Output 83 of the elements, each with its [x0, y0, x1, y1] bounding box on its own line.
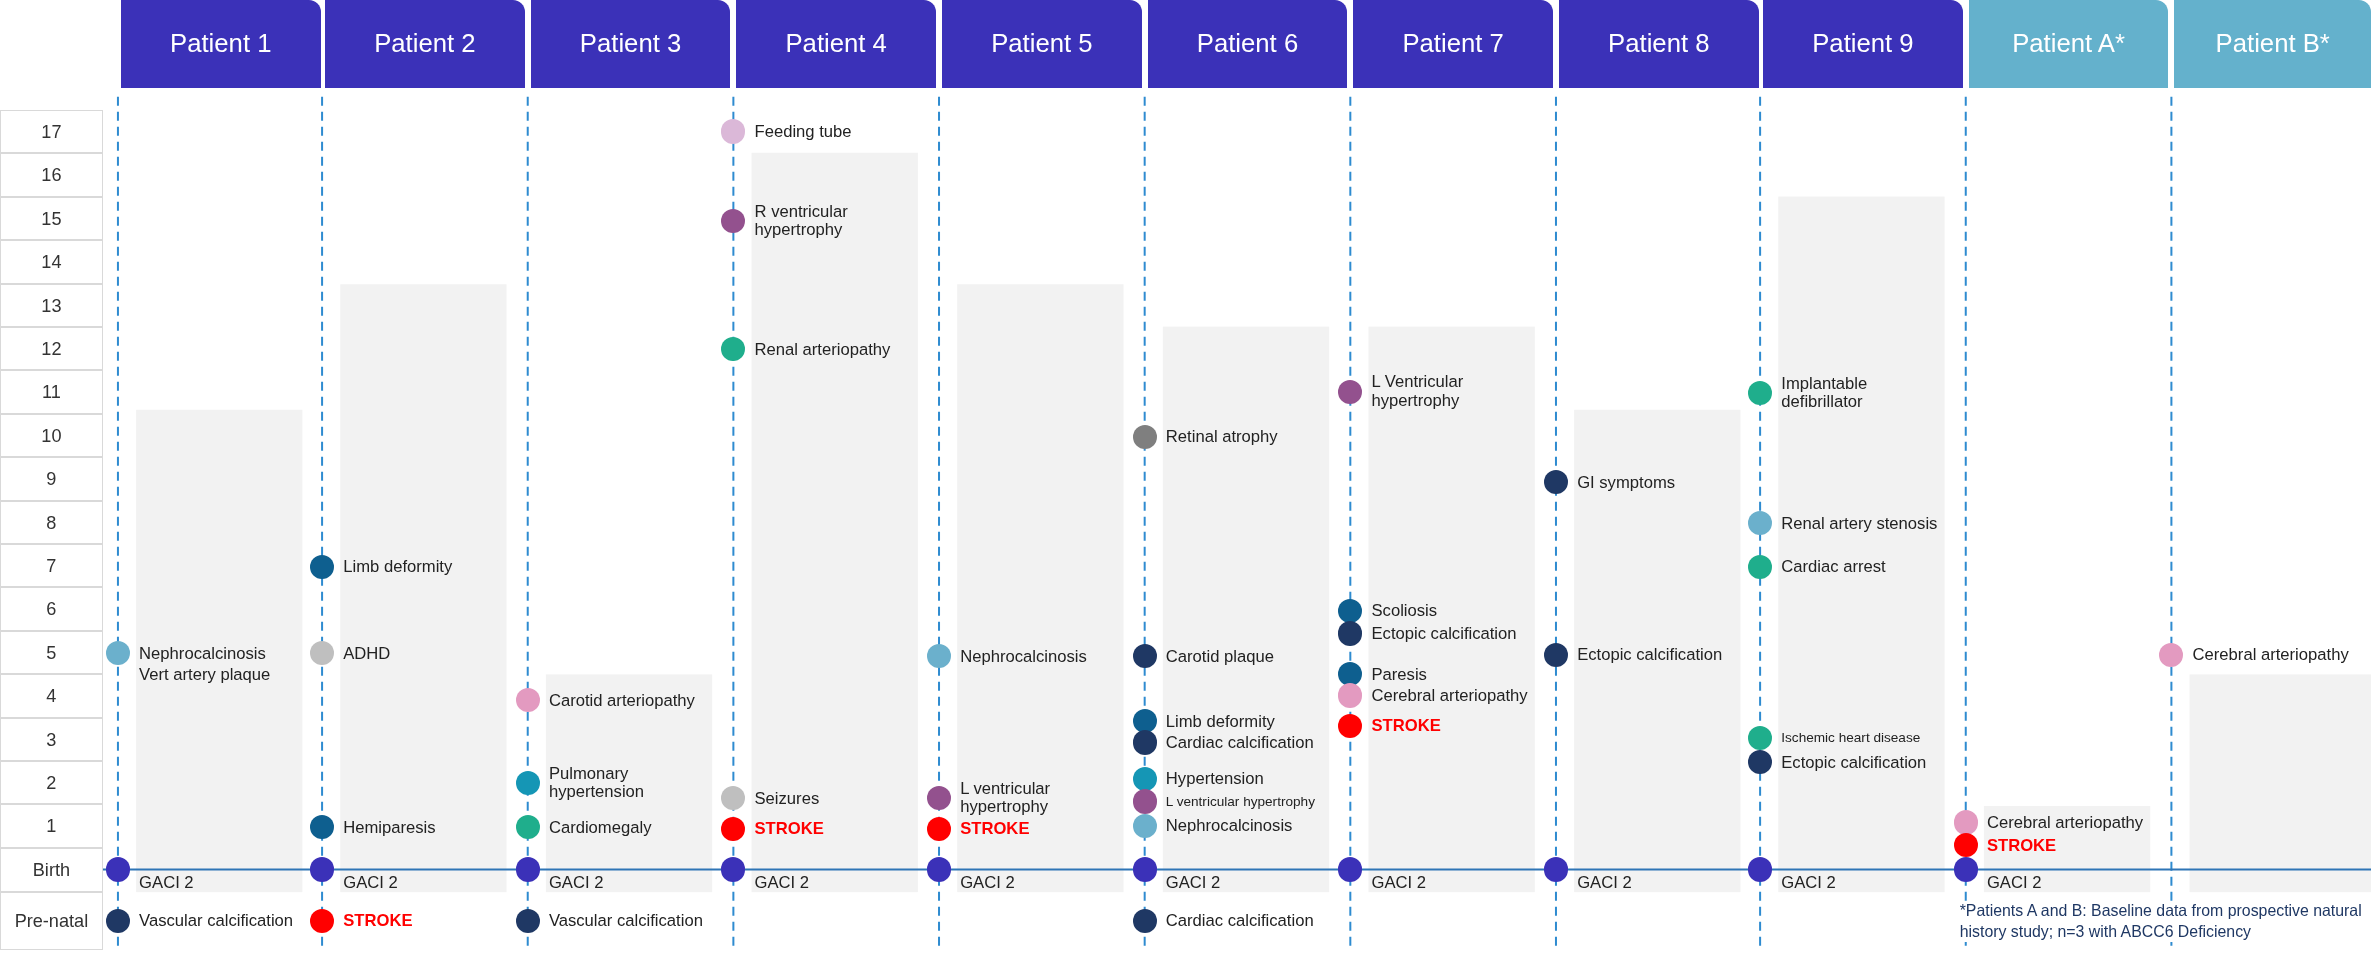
- event-label: Cerebral arteriopathy: [2192, 644, 2349, 666]
- event-label: Limb deformity: [1165, 710, 1275, 732]
- axis-label: 8: [0, 500, 103, 544]
- patient-header: Patient 5: [942, 0, 1142, 88]
- event-label: Implantable defibrillator: [1781, 375, 1869, 412]
- diagnosis-label: GACI 2: [343, 871, 398, 893]
- event-label: R ventricular hypertrophy: [754, 202, 849, 239]
- patient-header: Patient 3: [530, 0, 731, 88]
- axis-label: 10: [0, 413, 103, 458]
- diagnosis-label: GACI 2: [139, 871, 194, 893]
- event-label: Hemiparesis: [343, 816, 436, 838]
- axis-label: 16: [0, 153, 103, 197]
- axis-label: 2: [0, 760, 103, 805]
- event-label: STROKE: [1371, 715, 1441, 737]
- axis-label: 6: [0, 587, 103, 631]
- axis-label: Birth: [0, 848, 103, 893]
- patient-header: Patient 2: [325, 0, 525, 88]
- patient-header: Patient 4: [736, 0, 936, 88]
- event-label: Scoliosis: [1371, 600, 1438, 622]
- axis-label: 17: [0, 110, 103, 154]
- event-label: Renal arteriopathy: [754, 338, 891, 360]
- axis-label: 9: [0, 457, 103, 501]
- axis-label: 11: [0, 370, 103, 414]
- event-label: Nephrocalcinosis: [139, 642, 267, 664]
- event-label: Ectopic calcification: [1781, 751, 1927, 773]
- event-label: Retinal atrophy: [1165, 426, 1278, 448]
- event-label: L ventricular hypertrophy: [1165, 792, 1315, 811]
- axis-label: 14: [0, 240, 103, 284]
- event-label: STROKE: [1986, 834, 2057, 856]
- event-label: Carotid arteriopathy: [548, 689, 695, 711]
- event-label: Pulmonary hypertension: [548, 765, 646, 802]
- axis-label: Pre-natal: [0, 892, 103, 950]
- event-label: GI symptoms: [1577, 471, 1676, 493]
- diagnosis-label: GACI 2: [1986, 871, 2042, 893]
- event-label: ADHD: [343, 642, 391, 664]
- axis-label: 12: [0, 327, 103, 371]
- patient-header: Patient 7: [1353, 0, 1553, 88]
- event-label: Vascular calcification: [548, 910, 703, 932]
- patient-header: Patient 6: [1147, 0, 1348, 88]
- diagnosis-label: GACI 2: [754, 871, 810, 893]
- axis-label: 13: [0, 283, 103, 327]
- diagnosis-label: GACI 2: [960, 871, 1015, 893]
- axis-label: 3: [0, 717, 103, 761]
- axis-label: 1: [0, 804, 103, 848]
- event-label: Cardiac calcification: [1165, 910, 1314, 932]
- event-label: STROKE: [754, 818, 824, 840]
- axis-label: 5: [0, 630, 103, 675]
- event-label: Cerebral arteriopathy: [1371, 684, 1528, 707]
- event-label: L ventricular hypertrophy: [960, 780, 1052, 817]
- event-label: Paresis: [1371, 663, 1427, 685]
- event-label: Cardiomegaly: [548, 816, 652, 838]
- axis-label: 4: [0, 674, 103, 718]
- diagnosis-label: GACI 2: [1577, 871, 1632, 893]
- event-label: Nephrocalcinosis: [960, 645, 1087, 667]
- axis-label: 7: [0, 543, 103, 588]
- patient-header: Patient A*: [1968, 0, 2169, 88]
- event-label: L Ventricular hypertrophy: [1371, 373, 1465, 410]
- patient-header: Patient B*: [2174, 0, 2371, 88]
- event-label: Ectopic calcification: [1371, 622, 1517, 645]
- patient-header: Patient 8: [1559, 0, 1759, 88]
- event-label: STROKE: [960, 818, 1030, 840]
- event-label: Ischemic heart disease: [1781, 729, 1921, 748]
- event-label: STROKE: [343, 910, 413, 932]
- diagnosis-label: GACI 2: [1781, 871, 1836, 893]
- event-label: Cerebral arteriopathy: [1986, 812, 2144, 834]
- event-label: Limb deformity: [343, 556, 453, 578]
- event-label: Carotid plaque: [1165, 645, 1274, 667]
- event-label: Vert artery plaque: [139, 663, 271, 685]
- event-label: Vascular calcification: [139, 910, 294, 932]
- event-label: Hypertension: [1165, 768, 1264, 790]
- event-label: Nephrocalcinosis: [1165, 815, 1293, 837]
- event-label: Feeding tube: [754, 120, 852, 143]
- event-label: Cardiac arrest: [1781, 556, 1886, 578]
- event-label: Ectopic calcification: [1577, 644, 1723, 666]
- event-label: Seizures: [754, 787, 820, 809]
- diagnosis-label: GACI 2: [1165, 871, 1221, 893]
- axis-label: 15: [0, 196, 103, 241]
- diagnosis-label: GACI 2: [1371, 871, 1426, 893]
- patient-header: Patient 1: [120, 0, 321, 88]
- diagnosis-label: GACI 2: [548, 871, 604, 893]
- event-label: Renal artery stenosis: [1781, 512, 1938, 534]
- patient-header: Patient 9: [1763, 0, 1963, 88]
- event-label: Cardiac calcification: [1165, 731, 1314, 753]
